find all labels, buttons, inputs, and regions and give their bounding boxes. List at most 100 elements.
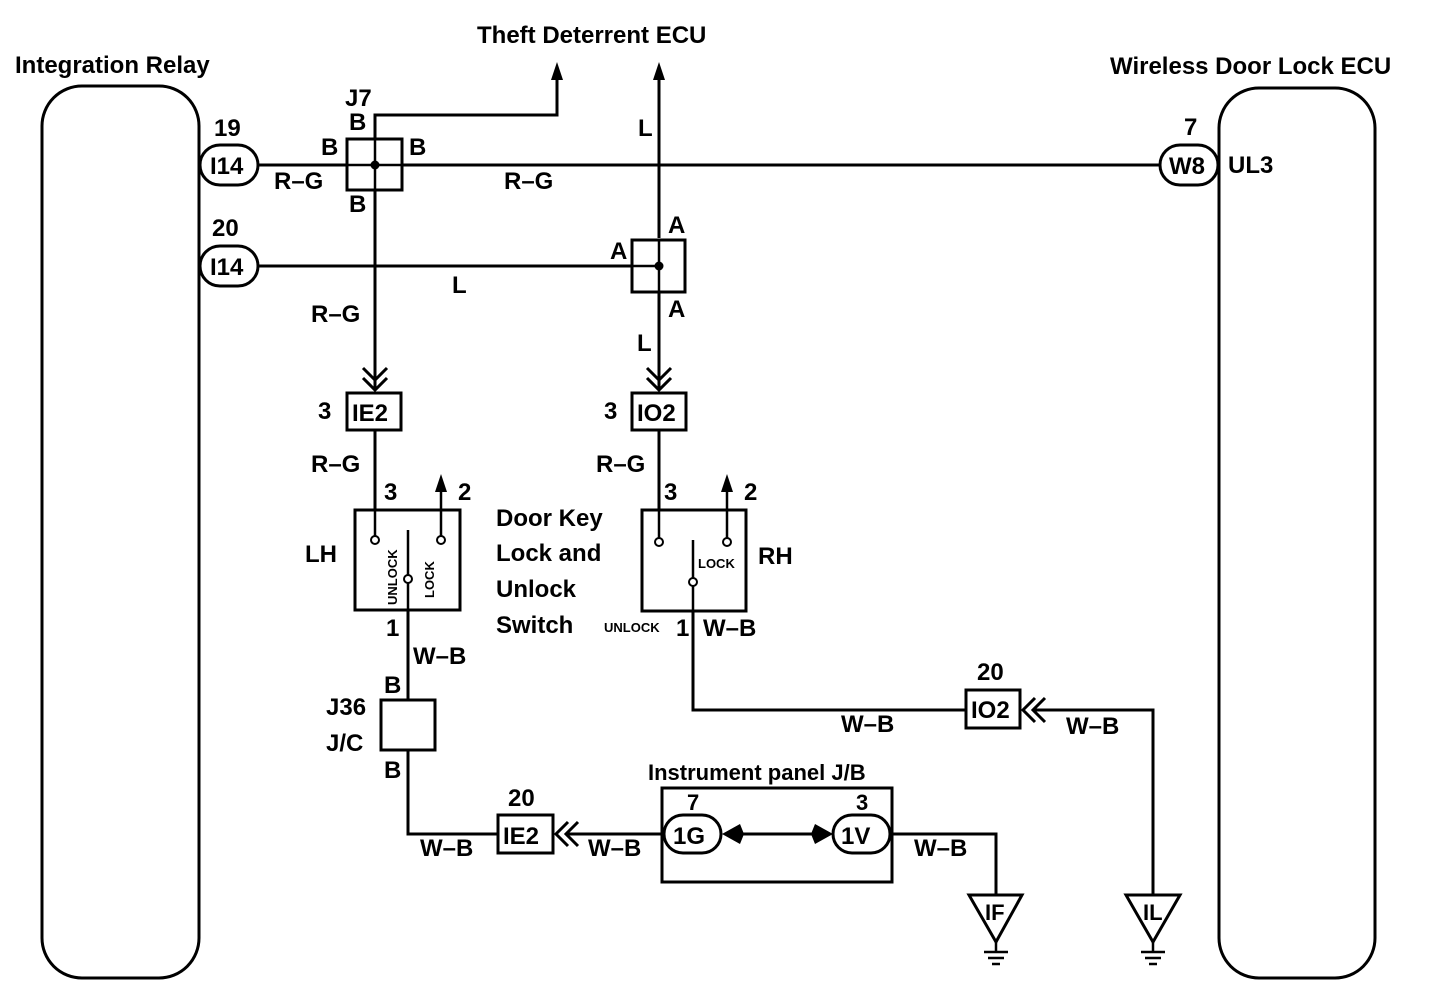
switch-lh-lock-label: LOCK bbox=[422, 561, 437, 598]
wireless-door-lock-ecu-label: Wireless Door Lock ECU bbox=[1110, 53, 1391, 80]
switch-rh-unlock-label: UNLOCK bbox=[604, 620, 660, 635]
wire-label-rg-3: R–G bbox=[311, 301, 360, 328]
connector-1g-pin: 7 bbox=[687, 790, 699, 815]
wire-label-rg-4: R–G bbox=[311, 451, 360, 478]
jb-link-arrow-right bbox=[811, 824, 833, 844]
io2-chevron-1 bbox=[645, 366, 673, 383]
switch-lh-pivot bbox=[403, 574, 413, 584]
door-key-switch-line2: Lock and bbox=[496, 540, 601, 567]
ie2-bottom-chevron-1 bbox=[553, 820, 570, 848]
switch-lh-pin2: 2 bbox=[458, 479, 471, 506]
switch-lh-unlock-label: UNLOCK bbox=[385, 549, 400, 605]
ground-il-symbol bbox=[1123, 893, 1183, 946]
io2-chevron-2 bbox=[645, 376, 673, 393]
wire-label-rg-5: R–G bbox=[596, 451, 645, 478]
ground-if-label: IF bbox=[985, 900, 1005, 925]
wireless-door-lock-ecu-body bbox=[1217, 86, 1377, 980]
connector-ie2-bottom bbox=[496, 813, 555, 855]
wire-label-wb-3: W–B bbox=[588, 835, 641, 862]
ground-il-label: IL bbox=[1143, 900, 1163, 925]
connector-i14-pin20-pin: 20 bbox=[212, 215, 239, 242]
integration-relay-body bbox=[40, 84, 201, 980]
wire-label-rg-1: R–G bbox=[274, 168, 323, 195]
wire-j7-to-theft-ecu bbox=[373, 70, 559, 140]
j36-sub: J/C bbox=[326, 730, 363, 757]
connector-io2-top-pin: 3 bbox=[604, 398, 617, 425]
j36-pin-bottom: B bbox=[384, 757, 401, 784]
wire-label-l-2: L bbox=[452, 272, 467, 299]
connector-ie2-bottom-pin: 20 bbox=[508, 785, 535, 812]
connector-1g-id: 1G bbox=[673, 823, 705, 850]
wire-io2-to-ground-il bbox=[1033, 708, 1155, 895]
theft-ecu-arrow-left bbox=[551, 62, 563, 80]
connector-i14-pin20-id: I14 bbox=[210, 254, 244, 281]
connector-io2-top bbox=[630, 391, 688, 432]
j36-junction bbox=[379, 698, 437, 752]
wire-label-l-3: L bbox=[637, 330, 652, 357]
j7-dot bbox=[370, 160, 380, 170]
junction-a-dot bbox=[654, 261, 664, 271]
wire-label-wb-4: W–B bbox=[914, 835, 967, 862]
integration-relay-label: Integration Relay bbox=[15, 52, 210, 79]
junction-a-pin-bottom: A bbox=[668, 296, 685, 323]
switch-rh-contact-lock bbox=[722, 537, 732, 547]
switch-rh-pivot bbox=[688, 577, 698, 587]
j7-id: J7 bbox=[345, 85, 372, 112]
junction-a-pin-left: A bbox=[610, 238, 627, 265]
wire-label-wb-2: W–B bbox=[420, 835, 473, 862]
connector-1g bbox=[662, 813, 723, 855]
j7-pin-right: B bbox=[409, 134, 426, 161]
lh-label: LH bbox=[305, 541, 337, 568]
switch-lh-pin1: 1 bbox=[386, 615, 399, 642]
j36-pin-top: B bbox=[384, 672, 401, 699]
connector-io2-right-id: IO2 bbox=[971, 697, 1010, 724]
connector-ie2-top-pin: 3 bbox=[318, 398, 331, 425]
door-key-switch-line3: Unlock bbox=[496, 576, 577, 603]
wire-label-wb-5: W–B bbox=[703, 615, 756, 642]
j7-pin-left: B bbox=[321, 134, 338, 161]
wire-label-wb-1: W–B bbox=[413, 643, 466, 670]
connector-ie2-top-id: IE2 bbox=[352, 400, 388, 427]
connector-1v-pin: 3 bbox=[856, 790, 868, 815]
switch-rh-pin2: 2 bbox=[744, 479, 757, 506]
connector-io2-top-id: IO2 bbox=[637, 400, 676, 427]
wire-j36-to-ie2 bbox=[406, 750, 498, 836]
switch-lh-contact-unlock bbox=[370, 535, 380, 545]
wire-rh-to-io2 bbox=[691, 611, 966, 712]
connector-io2-right-pin: 20 bbox=[977, 659, 1004, 686]
switch-lh-pin3: 3 bbox=[384, 479, 397, 506]
theft-deterrent-ecu-label: Theft Deterrent ECU bbox=[477, 22, 706, 49]
io2-right-chevron-1 bbox=[1020, 696, 1037, 724]
wire-label-wb-7: W–B bbox=[1066, 713, 1119, 740]
connector-i14-pin19 bbox=[198, 143, 260, 187]
connector-i14-pin19-pin: 19 bbox=[214, 115, 241, 142]
connector-ie2-top bbox=[345, 391, 403, 432]
wire-label-rg-2: R–G bbox=[504, 168, 553, 195]
rh-label: RH bbox=[758, 543, 793, 570]
ie2-chevron-1 bbox=[361, 366, 389, 383]
connector-w8-signal: UL3 bbox=[1228, 152, 1273, 179]
switch-rh-pin2-arrow bbox=[721, 474, 733, 492]
j7-pin-top: B bbox=[349, 109, 366, 136]
door-key-switch-line4: Switch bbox=[496, 612, 573, 639]
connector-w8-pin: 7 bbox=[1184, 114, 1197, 141]
ground-if-symbol bbox=[966, 893, 1025, 946]
connector-ie2-bottom-id: IE2 bbox=[503, 823, 539, 850]
jb-link-arrow-left bbox=[722, 824, 744, 844]
connector-1v-id: 1V bbox=[841, 823, 870, 850]
instrument-panel-jb-label: Instrument panel J/B bbox=[648, 760, 866, 785]
connector-w8-id: W8 bbox=[1169, 153, 1205, 180]
connector-i14-pin20 bbox=[198, 244, 260, 288]
switch-lh-contact-lock bbox=[436, 535, 446, 545]
junction-a-pin-top: A bbox=[668, 212, 685, 239]
connector-w8 bbox=[1158, 143, 1220, 187]
theft-ecu-arrow-right bbox=[653, 62, 665, 80]
connector-i14-pin19-id: I14 bbox=[210, 153, 244, 180]
switch-rh-pin3: 3 bbox=[664, 479, 677, 506]
j7-pin-bottom: B bbox=[349, 191, 366, 218]
j36-id: J36 bbox=[326, 694, 366, 721]
wire-label-wb-6: W–B bbox=[841, 711, 894, 738]
door-key-switch-line1: Door Key bbox=[496, 505, 603, 532]
wire-1v-to-ground-if bbox=[890, 832, 998, 895]
